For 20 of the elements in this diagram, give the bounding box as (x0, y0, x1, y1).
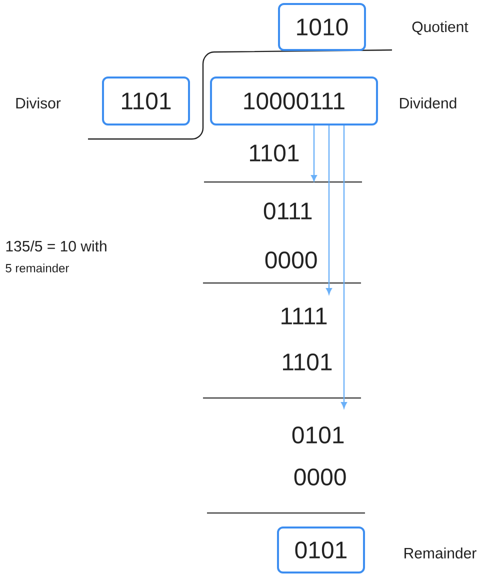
side-label: Dividend (400, 98, 456, 108)
arrow (311, 126, 317, 182)
number-label: 1111 (282, 308, 327, 324)
number-label: 1101 (250, 144, 299, 162)
number-label: 0000 (294, 468, 346, 486)
side-label: Remainder (404, 548, 476, 558)
number-box: 10000111 (210, 76, 378, 126)
number-label: 135/5 = 10 with (6, 240, 106, 252)
number-box: 0101 (277, 526, 365, 574)
side-label: Divisor (16, 98, 61, 108)
number-label: 1101 (283, 354, 332, 370)
number-label: 0000 (265, 252, 317, 268)
number-label: 0111 (264, 202, 312, 220)
number-box: 1010 (278, 3, 366, 51)
number-box: 1101 (102, 76, 190, 126)
side-label: Quotient (412, 21, 468, 35)
number-label: 0101 (292, 426, 344, 444)
arrow (341, 126, 347, 408)
arrow (326, 126, 332, 294)
number-label: 5 remainder (6, 264, 69, 272)
